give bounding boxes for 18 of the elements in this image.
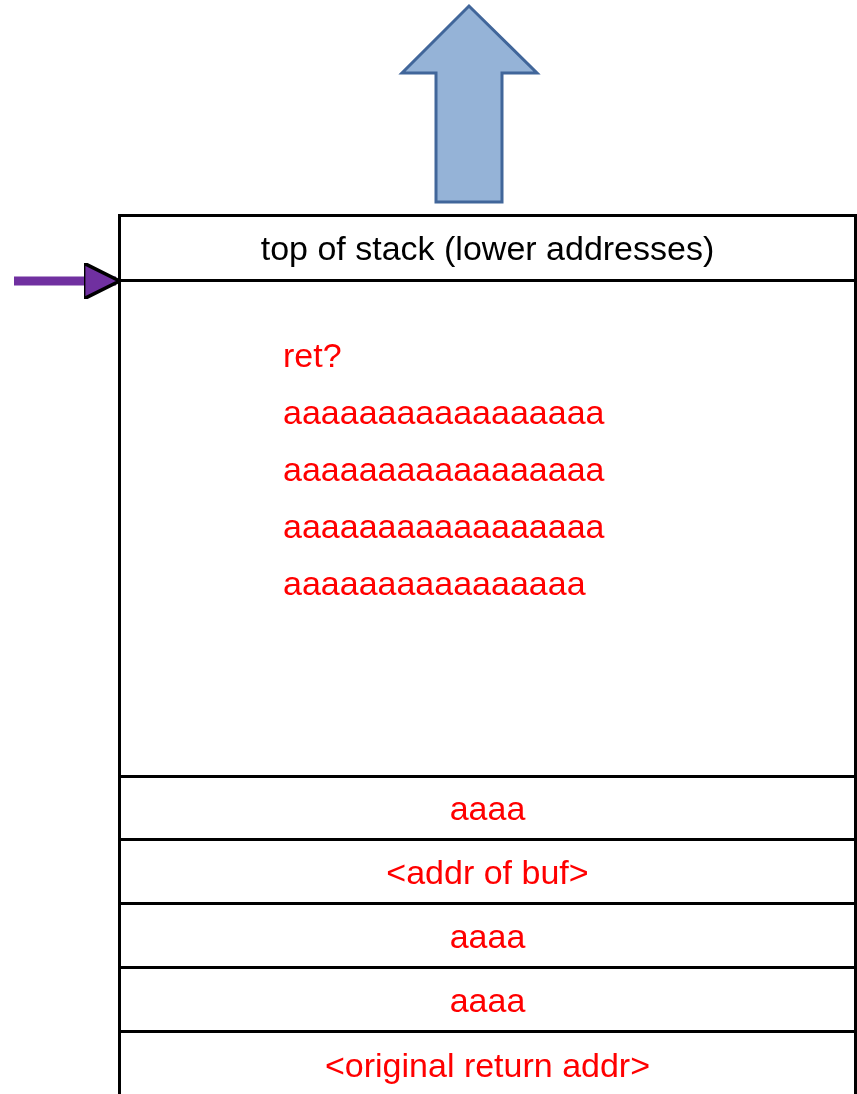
slot-label: aaaa [449,918,526,953]
slot-label: top of stack (lower addresses) [260,231,715,265]
stack-slot [118,966,857,1033]
buffer-content-line: ret? [283,338,343,376]
stack-slot [118,838,857,905]
stack-slot [118,214,857,282]
stack-slot [118,775,857,841]
buffer-content-line: aaaaaaaaaaaaaaaaa [283,509,605,547]
slot-label: <original return addr> [324,1048,651,1082]
buffer-content-line: aaaaaaaaaaaaaaaaa [283,452,605,490]
slot-label: aaaa [449,982,526,1017]
slot-label: aaaa [449,791,526,825]
slot-label: <addr of buf> [386,854,589,889]
buffer-content-line: aaaaaaaaaaaaaaaaa [283,395,605,433]
stack-slot [118,902,857,969]
buffer-content-line: aaaaaaaaaaaaaaaa [283,566,587,604]
buffer-region [118,279,857,778]
stack-slot [118,1030,857,1094]
